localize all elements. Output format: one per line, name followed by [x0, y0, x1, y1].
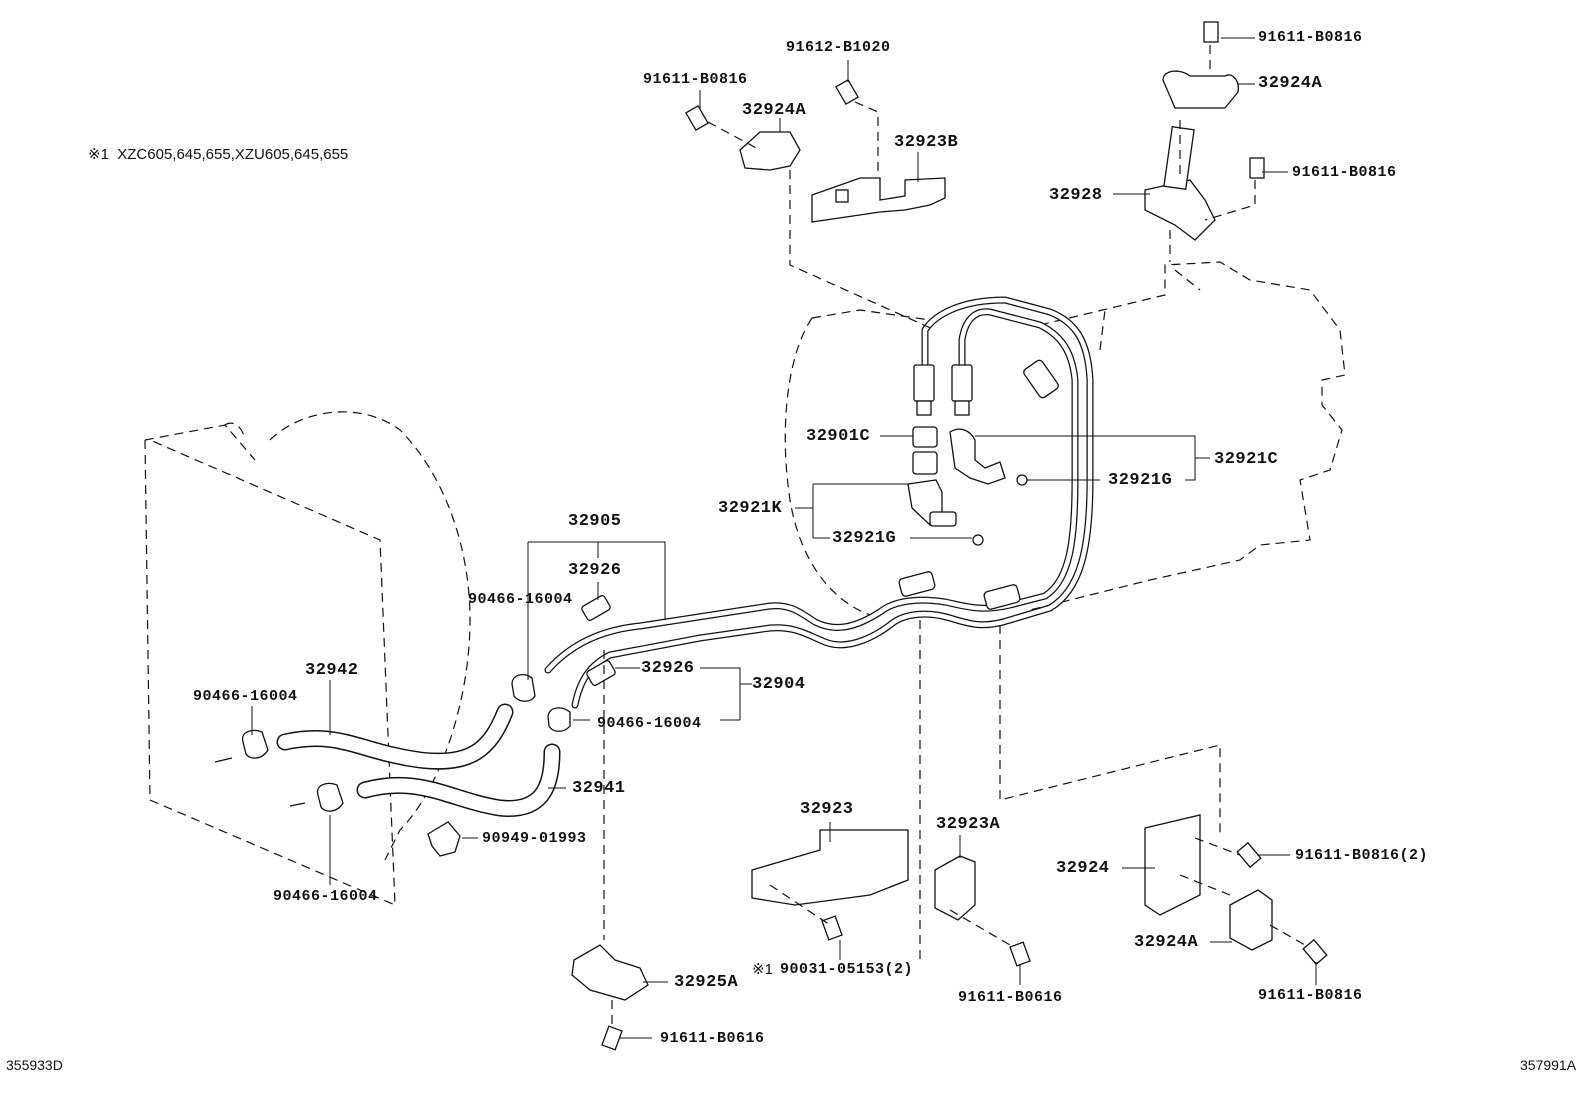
- part-label-32921G-left: 32921G: [832, 529, 897, 548]
- part-label-32924A-top-left: 32924A: [742, 101, 807, 120]
- upper-brackets: [739, 70, 1239, 241]
- model-note: ※1 XZC605,645,655,XZU605,645,655: [88, 147, 348, 162]
- part-label-91612-B1020: 91612-B1020: [786, 39, 891, 56]
- part-label-32921K: 32921K: [718, 499, 783, 518]
- part-label-90466-16004-c: 90466-16004: [597, 715, 702, 732]
- part-label-91611-B0816-bottom: 91611-B0816: [1258, 987, 1363, 1004]
- part-label-32923B: 32923B: [894, 133, 959, 152]
- part-label-32924: 32924: [1056, 859, 1110, 878]
- note-text: XZC605,645,655,XZU605,645,655: [117, 146, 349, 163]
- part-label-32901C: 32901C: [806, 427, 871, 446]
- part-label-91611-B0816-2: 91611-B0816(2): [1295, 847, 1429, 864]
- cooler-pipes: [544, 296, 1094, 709]
- part-label-32925A: 32925A: [674, 973, 739, 992]
- part-label-32921G-right: 32921G: [1108, 471, 1173, 490]
- part-label-32941: 32941: [572, 779, 626, 798]
- part-label-91611-B0816-top-right: 91611-B0816: [1258, 29, 1363, 46]
- part-label-32924A-top-right: 32924A: [1258, 74, 1323, 93]
- part-label-90031-marker: ※1: [752, 961, 773, 978]
- part-label-32905: 32905: [568, 512, 622, 531]
- radiator-outline: [144, 411, 471, 906]
- bolts: [601, 21, 1328, 1051]
- transmission-outline: [784, 261, 1346, 616]
- union-fittings: [907, 426, 1028, 546]
- part-label-90466-16004-b: 90466-16004: [193, 688, 298, 705]
- cooler-hoses: [214, 703, 561, 817]
- part-label-91611-B0816-right: 91611-B0816: [1292, 164, 1397, 181]
- leader-lines: [251, 37, 1317, 1039]
- footer-right-code: 357991A: [1520, 1057, 1577, 1073]
- note-marker: ※1: [88, 146, 109, 163]
- part-label-91611-B0616-mid: 91611-B0616: [958, 989, 1063, 1006]
- part-label-91611-B0616-bottom: 91611-B0616: [660, 1030, 765, 1047]
- part-label-90466-16004-d: 90466-16004: [273, 888, 378, 905]
- part-label-32923A: 32923A: [936, 815, 1001, 834]
- part-label-32904: 32904: [752, 675, 806, 694]
- part-label-32923: 32923: [800, 800, 854, 819]
- part-label-32926-lower: 32926: [641, 659, 695, 678]
- part-label-32921C: 32921C: [1214, 450, 1279, 469]
- part-label-32924A-bottom: 32924A: [1134, 933, 1199, 952]
- part-label-32942: 32942: [305, 661, 359, 680]
- part-label-32928: 32928: [1049, 186, 1103, 205]
- part-label-90031-05153: 90031-05153(2): [780, 961, 914, 978]
- part-label-91611-B0816-top-left: 91611-B0816: [643, 71, 748, 88]
- hose-clamps: [241, 595, 616, 857]
- part-label-90466-16004-a: 90466-16004: [468, 591, 573, 608]
- part-label-90949-01993: 90949-01993: [482, 830, 587, 847]
- part-label-32926-upper: 32926: [568, 561, 622, 580]
- footer-left-code: 355933D: [6, 1057, 63, 1073]
- lower-brackets: [571, 814, 1273, 1001]
